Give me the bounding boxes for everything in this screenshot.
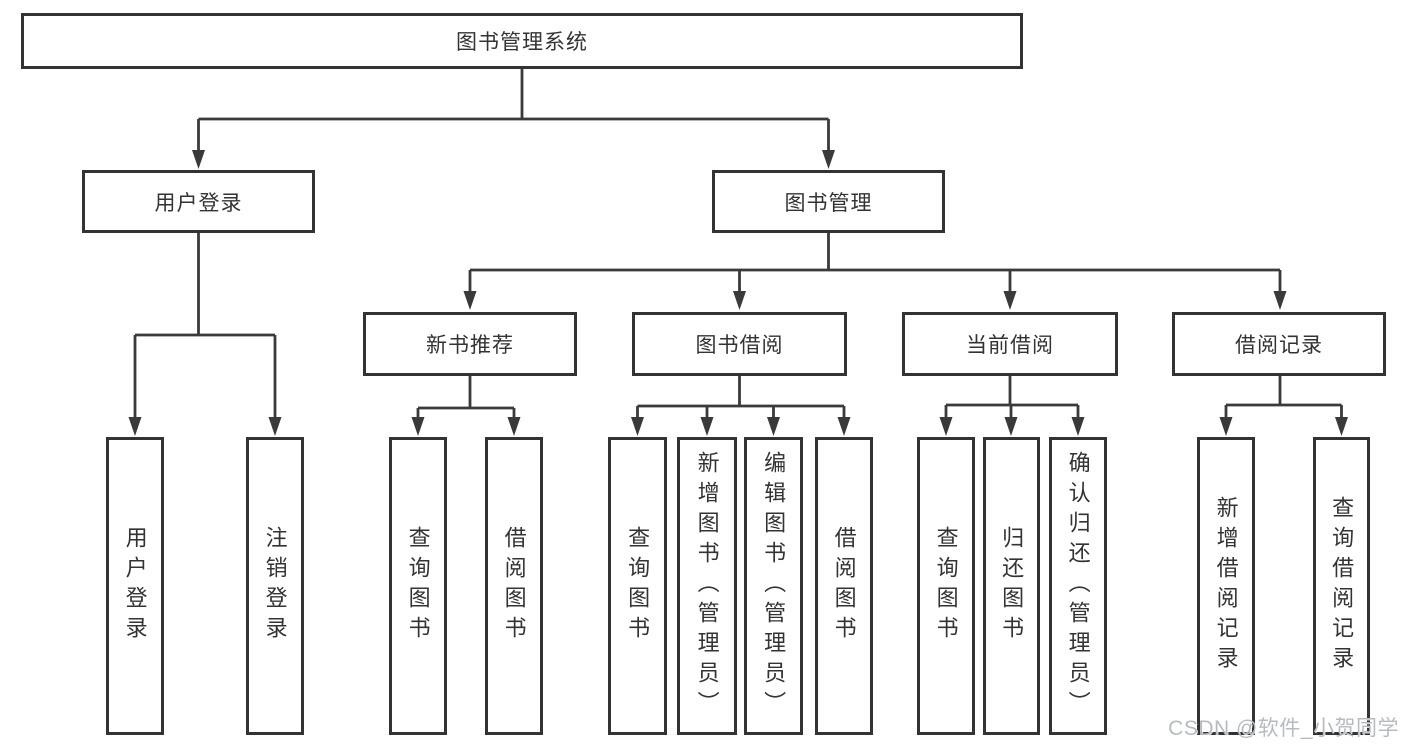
leaf-logout: 注销登录 (246, 437, 304, 735)
node-label: 查询借阅记录 (1329, 496, 1355, 676)
node-user-login: 用户登录 (82, 170, 315, 233)
arrowheads-book-borrow-leaves (631, 417, 851, 436)
leaf-borrowing-query-books: 查询图书 (608, 437, 667, 735)
node-label: 借阅图书 (831, 526, 857, 646)
leaf-records-query-record: 查询借阅记录 (1313, 437, 1370, 735)
node-label: 查询图书 (625, 526, 651, 646)
arrowheads-borrow-record-leaves (1219, 417, 1348, 436)
node-label: 查询图书 (933, 526, 959, 646)
node-root-library-system: 图书管理系统 (21, 13, 1023, 69)
connector-borrow-record-to-leaves (1224, 376, 1343, 419)
arrowheads-current-borrow-leaves (939, 417, 1085, 436)
connector-new-book-rec-to-leaves (416, 376, 516, 419)
leaf-user-login: 用户登录 (106, 437, 164, 735)
node-book-management: 图书管理 (712, 170, 945, 233)
node-label: 归还图书 (999, 526, 1025, 646)
arrowheads-root-to-level2 (192, 150, 835, 169)
connector-root-to-level2 (197, 68, 830, 152)
csdn-watermark: CSDN @软件_小贺同学 (1168, 717, 1399, 740)
arrowheads-level3 (463, 291, 1287, 310)
arrowheads-user-login-leaves (128, 417, 282, 436)
arrowheads-new-book-rec-leaves (411, 417, 521, 436)
connector-user-login-to-leaves (133, 233, 277, 419)
node-label: 图书管理系统 (456, 31, 588, 54)
leaf-borrowing-edit-books-admin: 编辑图书（管理员） (744, 437, 803, 735)
leaf-current-query-books: 查询图书 (917, 437, 975, 735)
node-label: 用户登录 (122, 526, 148, 646)
leaf-records-add-record: 新增借阅记录 (1197, 437, 1255, 735)
node-label: 当前借阅 (966, 334, 1054, 357)
connector-current-borrow-to-leaves (944, 376, 1080, 419)
leaf-recommend-borrow-books: 借阅图书 (485, 437, 543, 735)
leaf-borrowing-borrow-books: 借阅图书 (815, 437, 873, 735)
node-label: 新书推荐 (426, 334, 514, 357)
leaf-recommend-query-books: 查询图书 (389, 437, 447, 735)
node-label: 借阅记录 (1235, 334, 1323, 357)
node-borrowing-records: 借阅记录 (1172, 312, 1386, 376)
connector-book-mgmt-to-level3 (468, 233, 1282, 293)
leaf-borrowing-add-books-admin: 新增图书（管理员） (677, 437, 737, 735)
connector-book-borrow-to-leaves (636, 376, 846, 419)
node-label: 借阅图书 (501, 526, 527, 646)
node-book-borrowing: 图书借阅 (632, 312, 847, 376)
node-label: 新增借阅记录 (1213, 496, 1239, 676)
node-label: 图书借阅 (695, 334, 784, 357)
node-label: 确认归还（管理员） (1065, 451, 1091, 721)
node-label: 新增图书（管理员） (694, 451, 720, 721)
node-current-borrowing: 当前借阅 (902, 312, 1118, 376)
node-label: 注销登录 (262, 526, 288, 646)
node-label: 编辑图书（管理员） (761, 451, 787, 721)
leaf-current-confirm-return-admin: 确认归还（管理员） (1049, 437, 1107, 735)
leaf-current-return-books: 归还图书 (983, 437, 1040, 735)
node-label: 用户登录 (154, 191, 243, 215)
node-label: 查询图书 (405, 526, 431, 646)
node-label: 图书管理 (784, 191, 873, 215)
node-new-book-recommend: 新书推荐 (363, 312, 577, 376)
